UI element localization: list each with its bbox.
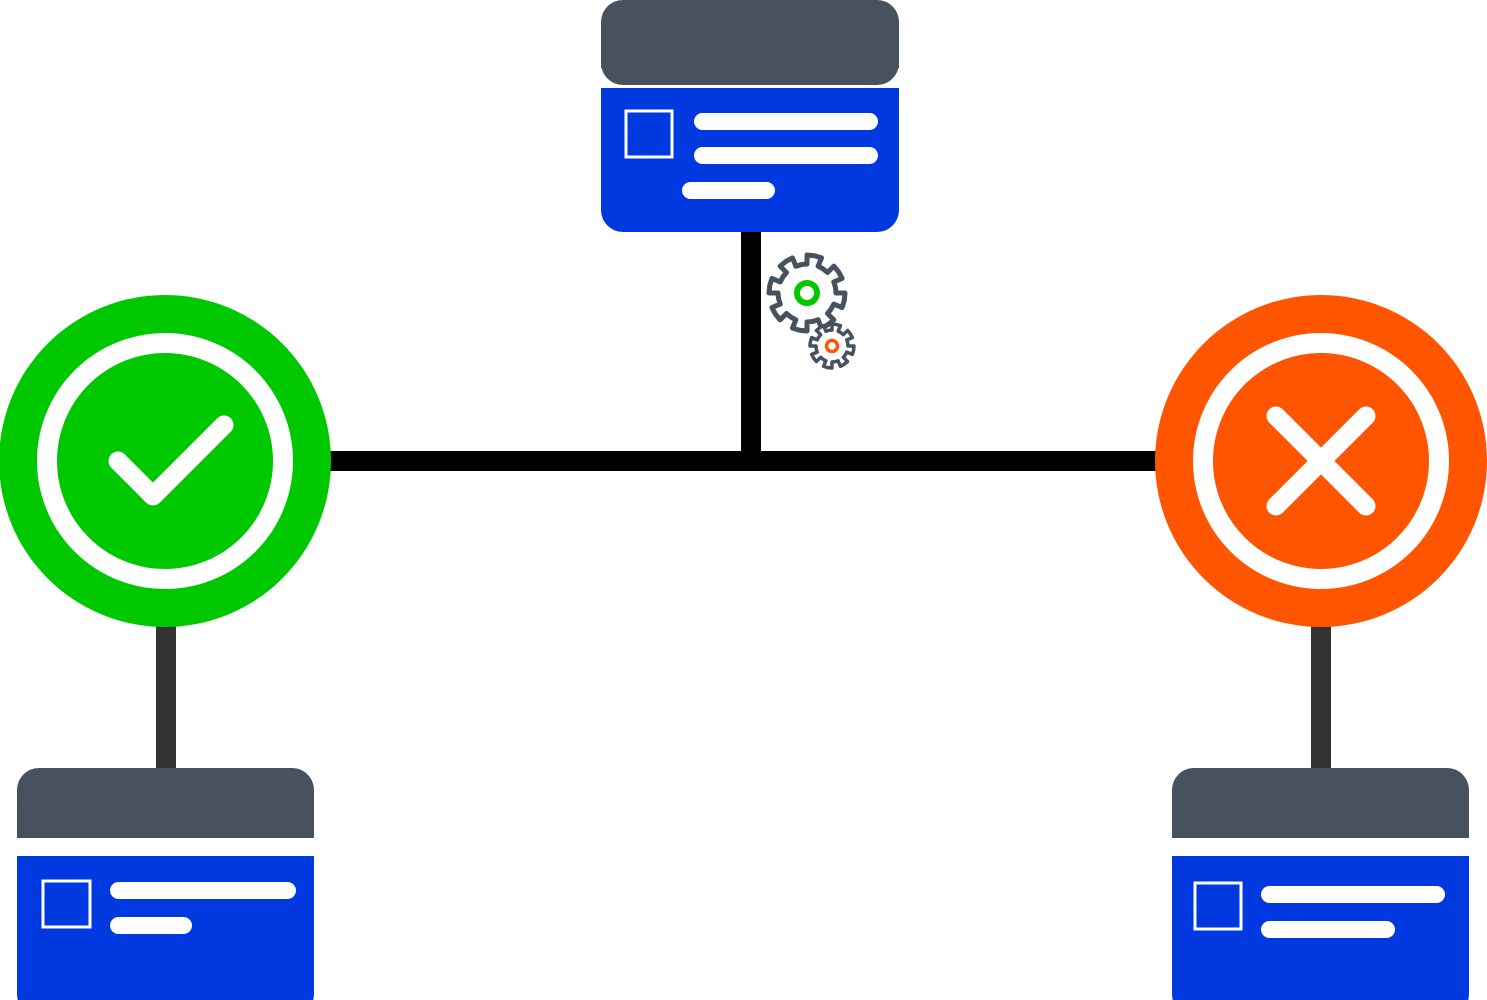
x-mark-icon (1266, 406, 1376, 516)
connector-success-to-card (156, 615, 176, 775)
card-checkbox-icon (624, 109, 674, 159)
failure-card (1172, 768, 1469, 1000)
success-card (17, 768, 314, 1000)
card-text-line (694, 113, 878, 130)
card-text-line (1261, 886, 1445, 903)
connector-horizontal-line (300, 451, 1180, 471)
failure-node (1155, 295, 1487, 627)
card-text-line (1261, 921, 1395, 938)
card-text-line (682, 182, 775, 199)
card-text-line (110, 917, 192, 934)
large-gear-icon (766, 252, 848, 334)
card-checkbox-icon (41, 879, 92, 929)
card-text-line (694, 147, 878, 164)
connector-failure-to-card (1311, 615, 1331, 775)
checkmark-icon (108, 415, 234, 506)
success-node (0, 295, 331, 627)
card-checkbox-icon (1193, 881, 1243, 931)
card-text-line (110, 882, 296, 899)
source-card (601, 0, 899, 232)
connector-source-to-junction (741, 228, 761, 462)
gears-icon (766, 252, 856, 370)
small-gear-icon (808, 322, 856, 370)
connectors (156, 228, 1331, 775)
